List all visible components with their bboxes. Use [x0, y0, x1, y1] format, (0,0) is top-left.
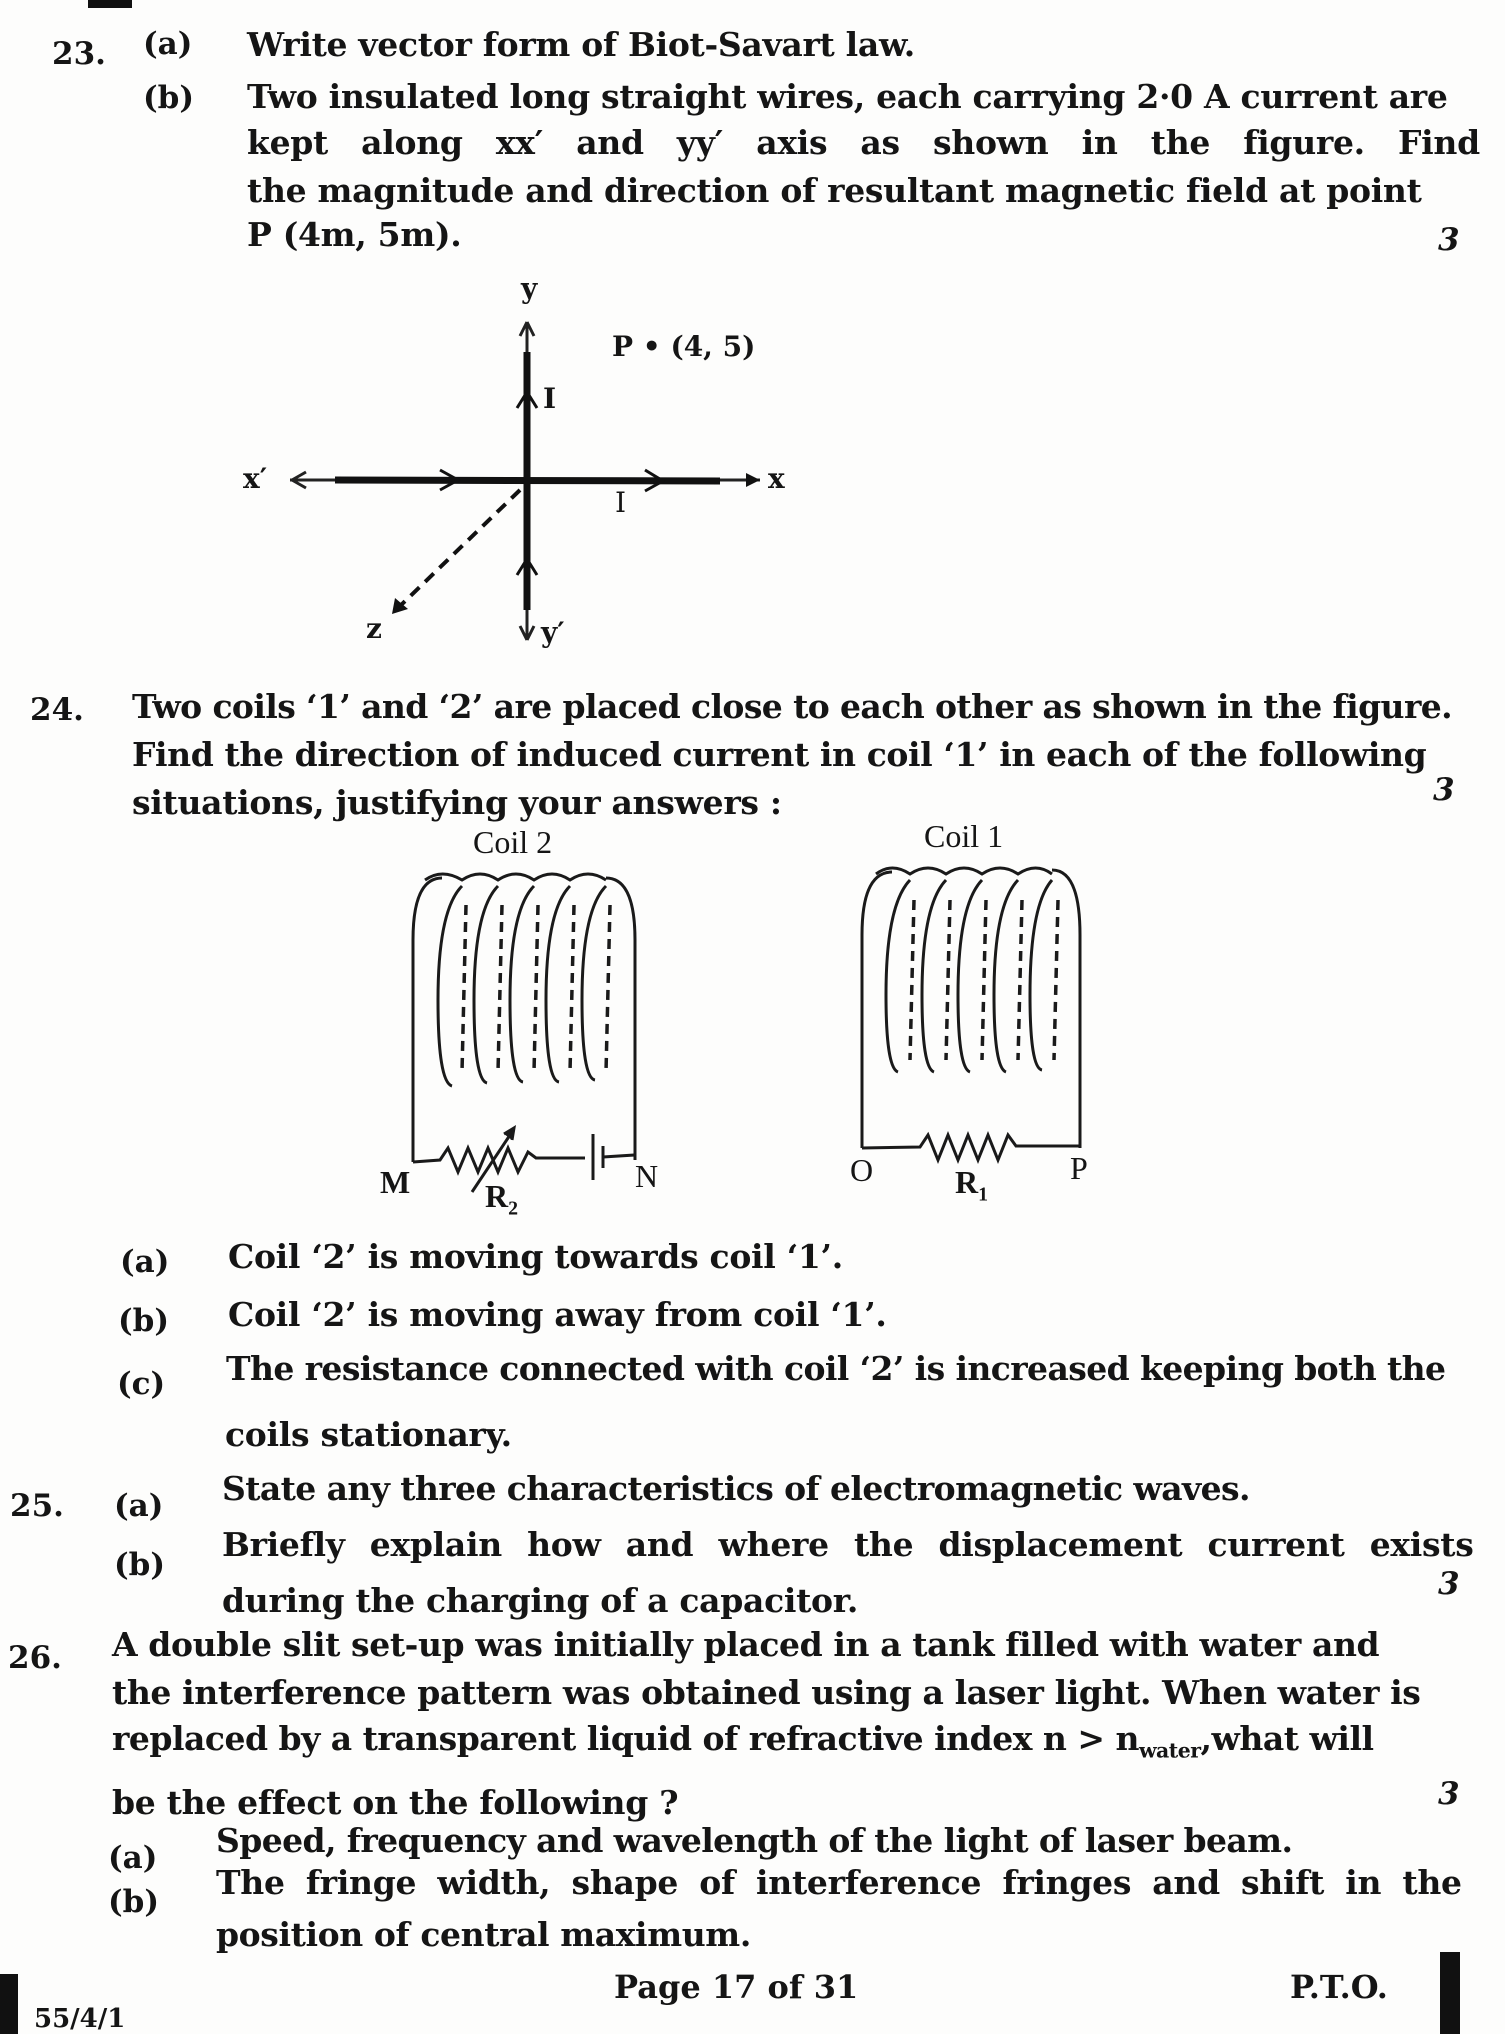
question-26-line-3-post: ,what will — [1200, 1719, 1375, 1758]
question-26-line-3: replaced by a transparent liquid of refr… — [112, 1722, 1374, 1761]
question-26-line-1: A double slit set-up was initially place… — [112, 1625, 1380, 1664]
axis-label-y-prime: y′ — [541, 616, 565, 649]
resistor-r1-subscript: 1 — [978, 1183, 989, 1206]
question-26-line-3-pre: replaced by a transparent liquid of refr… — [112, 1719, 1139, 1758]
question-23-part-b-line-4: P (4m, 5m). — [247, 215, 462, 254]
current-label-vertical: I — [543, 382, 557, 415]
question-24-number: 24. — [30, 692, 84, 728]
right-edge-bar — [1440, 1952, 1460, 2034]
question-25-part-b-line-2: during the charging of a capacitor. — [222, 1581, 859, 1620]
terminal-m-label: M — [380, 1164, 411, 1200]
question-25-number: 25. — [10, 1488, 64, 1524]
pto-label: P.T.O. — [1290, 1968, 1388, 2006]
question-26-part-b-label: (b) — [108, 1884, 160, 1920]
question-23-marks: 3 — [1438, 222, 1460, 258]
question-23-part-b-label: (b) — [143, 80, 195, 116]
question-26-part-b-line-2: position of central maximum. — [216, 1915, 751, 1954]
axis-label-y: y — [521, 272, 538, 305]
axis-label-z: z — [366, 612, 382, 645]
question-23-part-a-label: (a) — [143, 26, 193, 62]
question-24-part-a-label: (a) — [120, 1244, 170, 1280]
question-25-part-b-line-1: Briefly explain how and where the displa… — [222, 1525, 1474, 1564]
question-24-line-3: situations, justifying your answers : — [132, 783, 782, 822]
coil-2-label: Coil 2 — [473, 824, 553, 860]
question-25-part-b-label: (b) — [114, 1547, 166, 1583]
resistor-r2-letter: R — [485, 1178, 509, 1214]
question-26-line-2: the interference pattern was obtained us… — [112, 1673, 1421, 1712]
question-24-part-c-line-2: coils stationary. — [225, 1415, 512, 1454]
left-edge-bar — [0, 1974, 18, 2034]
question-24-part-c-line-1: The resistance connected with coil ‘2’ i… — [226, 1349, 1446, 1388]
resistor-r2-label: R2 — [485, 1178, 518, 1220]
n-water-subscript: water — [1138, 1738, 1201, 1763]
question-23-number: 23. — [52, 36, 106, 72]
question-23-part-b-line-1: Two insulated long straight wires, each … — [247, 77, 1448, 116]
question-25-part-a-label: (a) — [114, 1488, 164, 1524]
question-26-number: 26. — [8, 1640, 62, 1676]
axis-label-x-prime: x′ — [243, 462, 268, 495]
coil-1-label: Coil 1 — [924, 818, 1004, 854]
question-24-part-c-label: (c) — [117, 1366, 166, 1402]
page-number: Page 17 of 31 — [614, 1968, 859, 2006]
top-edge-mark — [88, 0, 132, 8]
resistor-r2-subscript: 2 — [508, 1197, 519, 1220]
question-24-line-2: Find the direction of induced current in… — [132, 735, 1427, 774]
question-26-part-a-text: Speed, frequency and wavelength of the l… — [216, 1821, 1293, 1860]
question-24-part-b-label: (b) — [118, 1303, 170, 1339]
question-24-marks: 3 — [1433, 772, 1455, 808]
question-25-part-a-text: State any three characteristics of elect… — [222, 1469, 1250, 1508]
point-p-label: P • (4, 5) — [612, 330, 756, 363]
question-24-line-1: Two coils ‘1’ and ‘2’ are placed close t… — [132, 687, 1453, 726]
question-24-part-b-text: Coil ‘2’ is moving away from coil ‘1’. — [228, 1295, 887, 1334]
question-26-part-b-line-1: The fringe width, shape of interference … — [216, 1863, 1462, 1902]
question-26-part-a-label: (a) — [108, 1840, 158, 1876]
current-label-horizontal: I — [615, 486, 627, 519]
terminal-p-label: P — [1070, 1150, 1088, 1186]
question-23-part-b-line-3: the magnitude and direction of resultant… — [247, 171, 1422, 210]
terminal-o-label: O — [850, 1152, 874, 1188]
resistor-r1-label: R1 — [955, 1164, 988, 1206]
paper-code: 55/4/1 — [34, 2004, 126, 2034]
question-26-marks: 3 — [1438, 1776, 1460, 1812]
question-23-part-b-line-2: kept along xx′ and yy′ axis as shown in … — [247, 123, 1480, 162]
question-25-marks: 3 — [1438, 1566, 1460, 1602]
terminal-n-label: N — [635, 1158, 659, 1194]
question-26-line-4: be the effect on the following ? — [112, 1783, 679, 1822]
question-23-part-a-text: Write vector form of Biot-Savart law. — [247, 25, 915, 64]
question-24-part-a-text: Coil ‘2’ is moving towards coil ‘1’. — [228, 1237, 843, 1276]
resistor-r1-letter: R — [955, 1164, 979, 1200]
axis-label-x: x — [768, 462, 785, 495]
